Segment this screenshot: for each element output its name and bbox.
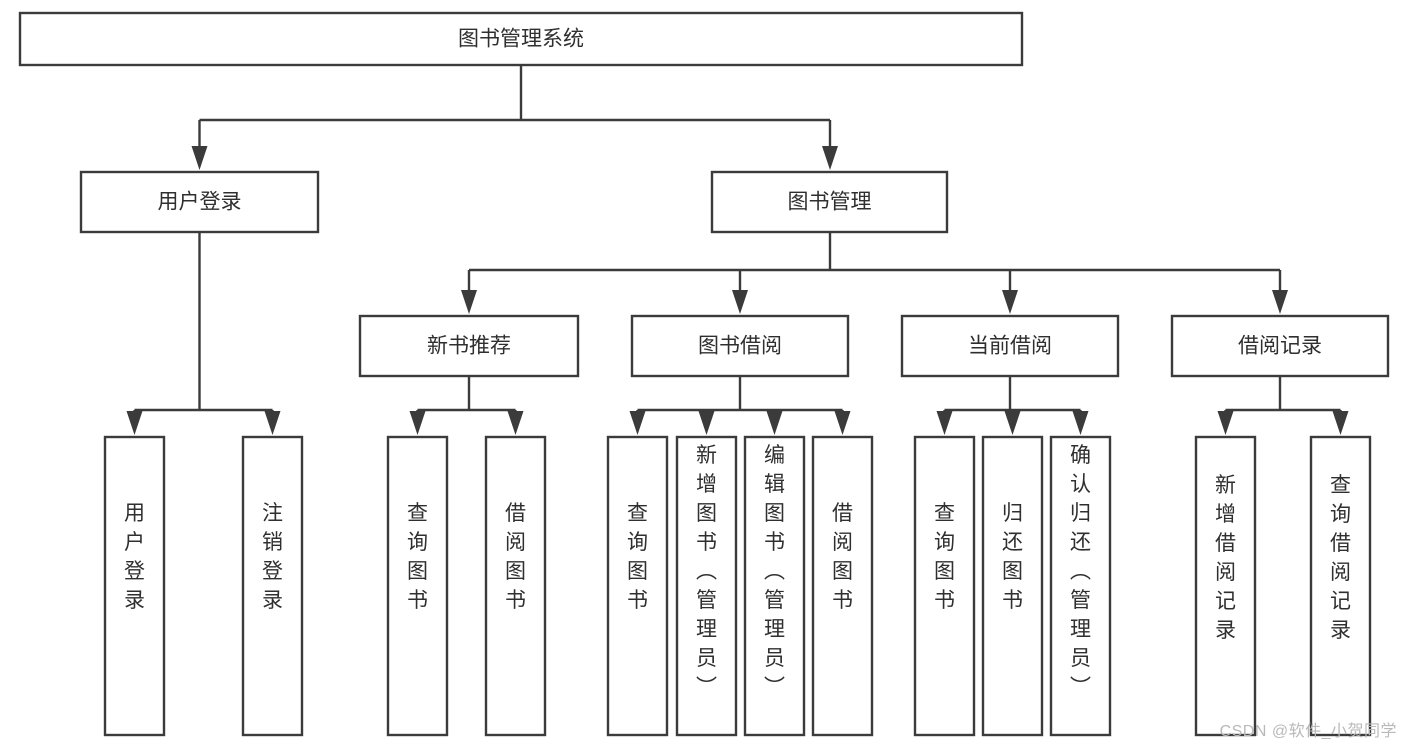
arrowhead-leaf-query-book-rec xyxy=(409,411,426,435)
node-leaf-confirm-return-admin-label: 确认归还︵管理员︶ xyxy=(1070,444,1091,699)
node-leaf-edit-book-admin-box[interactable] xyxy=(743,435,806,737)
node-leaf-borrow-book-box[interactable] xyxy=(811,435,874,737)
node-leaf-borrow-book-rec-label: 借阅图书 xyxy=(505,502,526,612)
node-leaf-edit-book-admin-label: 编辑图书︵管理员︶ xyxy=(764,444,785,699)
node-leaf-query-book-borrow-box[interactable] xyxy=(606,435,669,737)
arrowhead-leaf-user-login xyxy=(126,411,143,435)
node-book-borrow[interactable]: 图书借阅 xyxy=(630,314,850,378)
node-leaf-user-logout-box[interactable] xyxy=(241,435,304,737)
node-borrow-record[interactable]: 借阅记录 xyxy=(1170,314,1390,378)
node-leaf-add-book-admin-label: 新增图书︵管理员︶ xyxy=(696,444,717,699)
node-book-borrow-label: 图书借阅 xyxy=(698,335,782,358)
node-leaf-add-borrow-record[interactable]: 新增借阅记录 xyxy=(1194,435,1257,737)
node-leaf-add-book-admin[interactable]: 新增图书︵管理员︶ xyxy=(675,435,738,737)
node-user-login-label: 用户登录 xyxy=(158,191,242,214)
node-book-management-box[interactable] xyxy=(710,170,949,234)
arrowhead-leaf-borrow-book-rec xyxy=(507,411,524,435)
node-leaf-user-login-box[interactable] xyxy=(103,435,166,737)
node-user-login-box[interactable] xyxy=(79,170,320,234)
node-leaf-query-borrow-record-box[interactable] xyxy=(1309,435,1372,737)
node-borrow-record-box[interactable] xyxy=(1170,314,1390,378)
node-leaf-confirm-return-admin[interactable]: 确认归还︵管理员︶ xyxy=(1049,435,1112,737)
arrowhead-leaf-edit-book-admin xyxy=(766,411,783,435)
node-leaf-borrow-book[interactable]: 借阅图书 xyxy=(811,435,874,737)
node-leaf-add-book-admin-box[interactable] xyxy=(675,435,738,737)
arrowhead-borrow-record xyxy=(1272,290,1288,314)
node-book-borrow-box[interactable] xyxy=(630,314,850,378)
arrowhead-leaf-query-borrow-record xyxy=(1332,411,1349,435)
node-user-login[interactable]: 用户登录 xyxy=(79,170,320,234)
node-root-system-box[interactable] xyxy=(18,11,1024,67)
node-root-system[interactable]: 图书管理系统 xyxy=(18,11,1024,67)
arrowhead-new-book-recommend xyxy=(461,290,477,314)
node-leaf-query-book-borrow-label: 查询图书 xyxy=(627,502,648,612)
node-leaf-return-book-box[interactable] xyxy=(981,435,1044,737)
node-current-borrow[interactable]: 当前借阅 xyxy=(900,314,1120,378)
node-book-management[interactable]: 图书管理 xyxy=(710,170,949,234)
arrowhead-leaf-borrow-book xyxy=(834,411,851,435)
node-leaf-query-book-borrow[interactable]: 查询图书 xyxy=(606,435,669,737)
node-leaf-query-book-current[interactable]: 查询图书 xyxy=(913,435,976,737)
arrowhead-leaf-return-book xyxy=(1004,411,1021,435)
arrowhead-book-borrow xyxy=(732,290,748,314)
node-borrow-record-label: 借阅记录 xyxy=(1238,335,1322,358)
node-leaf-query-book-rec[interactable]: 查询图书 xyxy=(386,435,449,737)
node-book-management-label: 图书管理 xyxy=(788,191,872,214)
arrowhead-leaf-confirm-return-admin xyxy=(1072,411,1089,435)
node-leaf-return-book[interactable]: 归还图书 xyxy=(981,435,1044,737)
node-leaf-borrow-book-rec-box[interactable] xyxy=(484,435,547,737)
node-leaf-user-logout-label: 注销登录 xyxy=(262,502,283,612)
node-leaf-add-borrow-record-box[interactable] xyxy=(1194,435,1257,737)
node-leaf-confirm-return-admin-box[interactable] xyxy=(1049,435,1112,737)
node-leaf-query-borrow-record[interactable]: 查询借阅记录 xyxy=(1309,435,1372,737)
arrowhead-book-management xyxy=(822,146,838,170)
node-leaf-add-borrow-record-label: 新增借阅记录 xyxy=(1215,474,1236,642)
arrowhead-leaf-add-book-admin xyxy=(698,411,715,435)
node-root-system-label: 图书管理系统 xyxy=(458,28,584,51)
node-current-borrow-box[interactable] xyxy=(900,314,1120,378)
connector-layer xyxy=(126,65,1349,435)
node-leaf-query-book-rec-box[interactable] xyxy=(386,435,449,737)
node-new-book-recommend[interactable]: 新书推荐 xyxy=(358,314,580,378)
arrowhead-current-borrow xyxy=(1002,290,1018,314)
node-new-book-recommend-box[interactable] xyxy=(358,314,580,378)
node-new-book-recommend-label: 新书推荐 xyxy=(427,335,511,358)
node-leaf-borrow-book-label: 借阅图书 xyxy=(832,502,853,612)
node-leaf-user-logout[interactable]: 注销登录 xyxy=(241,435,304,737)
node-leaf-user-login-label: 用户登录 xyxy=(124,502,145,612)
node-leaf-edit-book-admin[interactable]: 编辑图书︵管理员︶ xyxy=(743,435,806,737)
arrowhead-leaf-query-book-current xyxy=(936,411,953,435)
arrowhead-leaf-add-borrow-record xyxy=(1217,411,1234,435)
arrowhead-user-login xyxy=(191,146,208,170)
node-leaf-query-book-current-box[interactable] xyxy=(913,435,976,737)
arrowhead-leaf-user-logout xyxy=(264,411,281,435)
node-leaf-user-login[interactable]: 用户登录 xyxy=(103,435,166,737)
node-leaf-query-book-rec-label: 查询图书 xyxy=(407,502,428,612)
node-leaf-query-borrow-record-label: 查询借阅记录 xyxy=(1330,474,1351,642)
node-leaf-borrow-book-rec[interactable]: 借阅图书 xyxy=(484,435,547,737)
node-leaf-query-book-current-label: 查询图书 xyxy=(934,502,955,612)
arrowhead-leaf-query-book-borrow xyxy=(629,411,646,435)
node-current-borrow-label: 当前借阅 xyxy=(968,335,1052,358)
node-leaf-return-book-label: 归还图书 xyxy=(1002,502,1023,612)
